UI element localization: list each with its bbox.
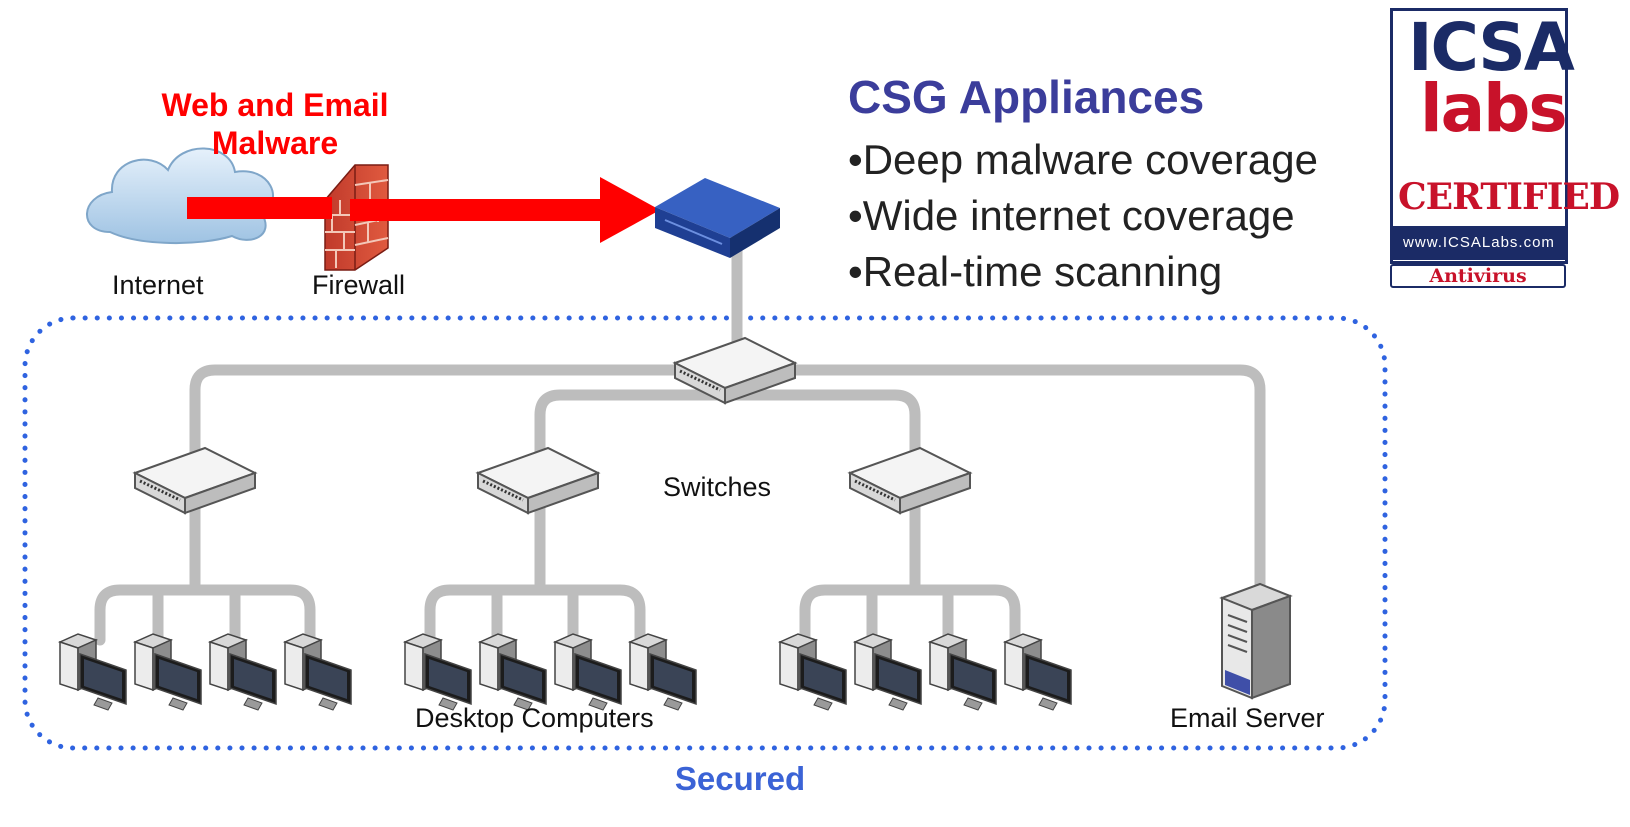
desktop-computer-icon [402, 633, 472, 711]
csg-feature-item: Real-time scanning [848, 244, 1318, 300]
email-server-label: Email Server [1170, 703, 1325, 733]
badge-logo-icsa: ICSA [1408, 9, 1575, 86]
csg-feature-list: Deep malware coverage Wide internet cove… [848, 132, 1318, 300]
firewall-label: Firewall [312, 270, 406, 300]
switches-label: Switches [663, 472, 772, 502]
desktop-computers [57, 633, 1072, 711]
secured-boundary [22, 315, 1388, 751]
email-server-icon [1219, 582, 1293, 700]
secured-label: Secured [674, 760, 806, 797]
desktop-computer-icon [777, 633, 847, 711]
desktop-computer-icon [1002, 633, 1072, 711]
internet-label: Internet [112, 270, 204, 300]
threat-arrow [187, 177, 660, 243]
badge-category: Antivirus [1390, 264, 1566, 288]
core-switch-icon [672, 336, 798, 405]
threat-label-line2: Malware [211, 125, 339, 161]
csg-feature-item: Deep malware coverage [848, 132, 1318, 188]
badge-logo-labs: labs [1420, 70, 1568, 147]
badge-certified: CERTIFIED [1398, 176, 1620, 218]
access-switch-icon [132, 446, 258, 515]
desktop-computer-icon [627, 633, 697, 711]
csg-appliance-icon [655, 178, 780, 258]
threat-label-line1: Web and Email [161, 87, 389, 123]
icsa-labs-badge: ICSA labs CERTIFIED www.ICSALabs.com Ant… [1390, 8, 1620, 288]
threat-label: Web and Email Malware [120, 86, 430, 162]
access-switch-icon [847, 446, 973, 515]
badge-frame [1390, 8, 1568, 264]
access-switch-icon [475, 446, 601, 515]
network-cables [94, 226, 1266, 646]
desktop-computers-label: Desktop Computers [415, 703, 654, 733]
csg-title: CSG Appliances [848, 71, 1205, 123]
desktop-computer-icon [477, 633, 547, 711]
desktop-computer-icon [552, 633, 622, 711]
desktop-computer-icon [207, 633, 277, 711]
desktop-computer-icon [132, 633, 202, 711]
desktop-computer-icon [57, 633, 127, 711]
desktop-computer-icon [927, 633, 997, 711]
desktop-computer-icon [852, 633, 922, 711]
desktop-computer-icon [282, 633, 352, 711]
csg-feature-item: Wide internet coverage [848, 188, 1318, 244]
internet-cloud-icon [86, 147, 274, 245]
badge-url: www.ICSALabs.com [1390, 226, 1568, 260]
